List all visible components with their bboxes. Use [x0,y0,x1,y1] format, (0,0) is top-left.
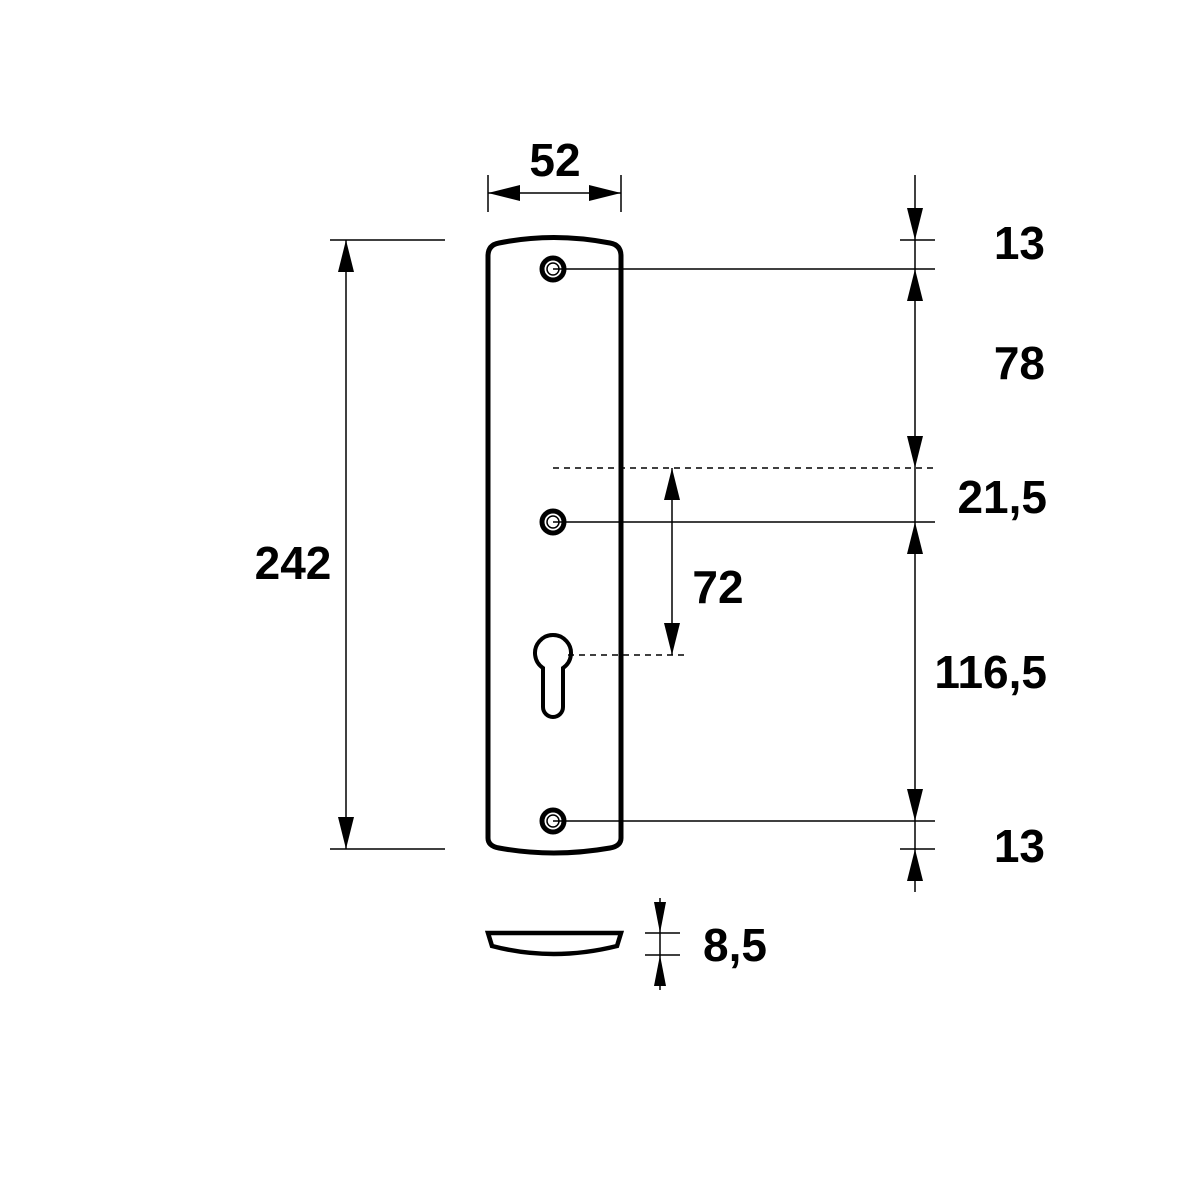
upper-spacing-label: 78 [994,337,1045,389]
plate-profile [484,930,625,957]
height-label: 242 [255,537,332,589]
right-dimension-chain: 13 78 21,5 116,5 13 [907,175,1047,892]
width-dimension: 52 [488,134,621,201]
top-offset-label: 13 [994,217,1045,269]
height-dimension: 242 [255,240,354,849]
cylinder-offset-label: 21,5 [957,471,1047,523]
bottom-offset-label: 13 [994,820,1045,872]
handle-cylinder-distance: 72 [664,468,744,655]
plate-outline [485,235,624,856]
lower-spacing-label: 116,5 [934,646,1047,698]
distance-label: 72 [692,561,743,613]
width-label: 52 [529,134,580,186]
extension-lines [330,175,935,850]
thickness-dimension: 8,5 [645,898,767,990]
thickness-label: 8,5 [703,919,767,971]
cylinder-keyhole [533,633,573,719]
